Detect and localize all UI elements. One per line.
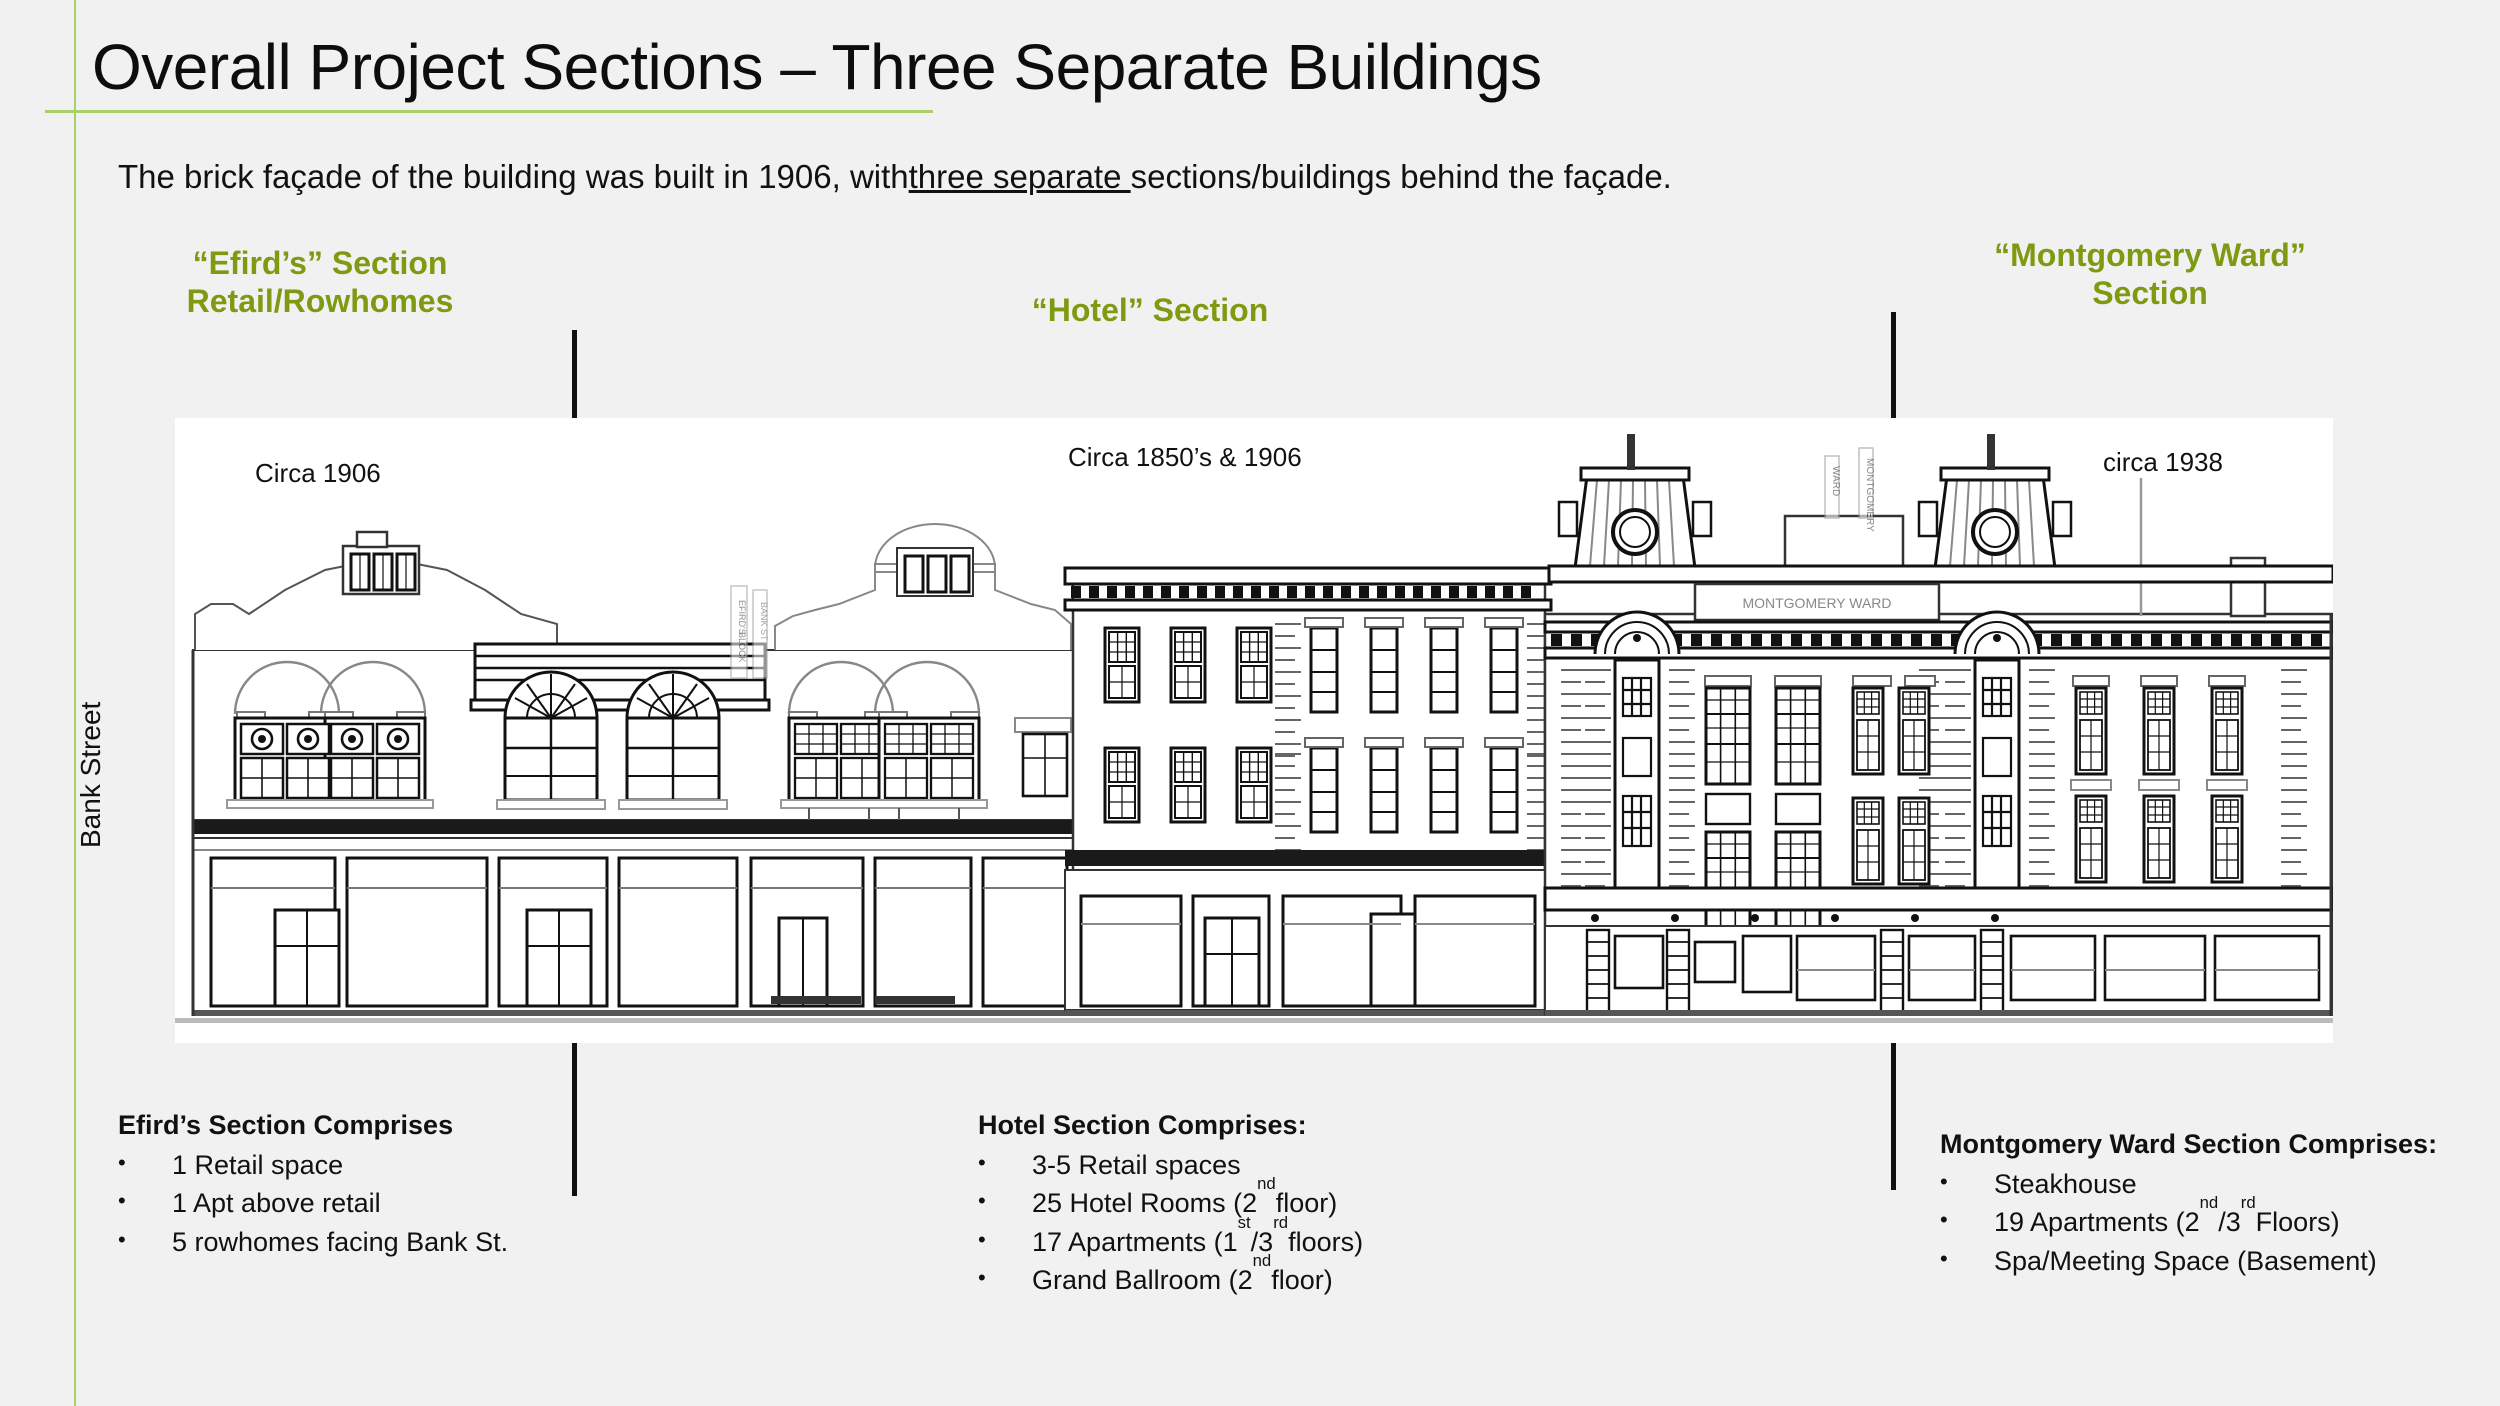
bullet-glyph: • (978, 1149, 986, 1175)
bank-street-label: Bank Street (75, 701, 106, 848)
list-item-tail: floors) (1288, 1226, 1364, 1257)
list-item-text: 1 Apt above retail (172, 1188, 381, 1219)
building-elevation-drawing: EFIRD'S BLOCK BANK ST (175, 418, 2333, 1043)
hotel-comprises-heading: Hotel Section Comprises: (978, 1110, 1307, 1140)
svg-text:WARD: WARD (1830, 466, 1841, 496)
efirds-comprises-list: • 1 Retail space • 1 Apt above retail • … (118, 1146, 678, 1261)
list-item-mid: /3 (1250, 1226, 1274, 1257)
page-title: Overall Project Sections – Three Separat… (92, 31, 1542, 103)
montgomery-ward-blade-signs: WARD MONTGOMERY (1824, 447, 1875, 532)
montgomery-ward-section-elevation: WARD MONTGOMERY MONTGOMERY WARD (1543, 434, 2333, 1016)
svg-text:BLOCK: BLOCK (737, 632, 747, 663)
bullet-glyph: • (978, 1226, 986, 1252)
svg-text:BANK ST: BANK ST (759, 602, 769, 641)
svg-text:MONTGOMERY: MONTGOMERY (1864, 458, 1875, 532)
montgomery-ward-comprises-heading: Montgomery Ward Section Comprises: (1940, 1129, 2438, 1159)
list-item-tail: floor) (1275, 1188, 1338, 1219)
list-item: • 1 Apt above retail (118, 1184, 678, 1222)
bullet-glyph: • (1940, 1168, 1948, 1194)
list-item-text: 5 rowhomes facing Bank St. (172, 1226, 509, 1257)
montgomery-ward-comprises-block: Montgomery Ward Section Comprises: • Ste… (1940, 1127, 2500, 1280)
efirds-comprises-heading: Efird’s Section Comprises (118, 1110, 454, 1140)
accent-horizontal-rule (45, 110, 933, 113)
list-item: • 1 Retail space (118, 1146, 678, 1184)
subtitle-underlined: three separate (908, 158, 1131, 195)
list-item-text: 17 Apartments (1 (1032, 1226, 1238, 1257)
subtitle-post: sections/buildings behind the façade. (1130, 158, 1672, 195)
list-item: • Steakhouse (1940, 1165, 2500, 1203)
efirds-section-elevation: EFIRD'S BLOCK BANK ST (191, 523, 1074, 1016)
circa-label-hotel: Circa 1850’s & 1906 (1068, 442, 1302, 472)
subtitle-pre: The brick façade of the building was bui… (118, 158, 909, 195)
section-heading-montgomery-ward: “Montgomery Ward” Section (1994, 237, 2306, 311)
efirds-comprises-block: Efird’s Section Comprises • 1 Retail spa… (118, 1108, 678, 1261)
bullet-glyph: • (978, 1188, 986, 1214)
svg-text:MONTGOMERY WARD: MONTGOMERY WARD (1742, 595, 1891, 611)
efirds-blade-sign: EFIRD'S BLOCK BANK ST (730, 585, 769, 679)
accent-vertical-rule (74, 0, 76, 1406)
subtitle-text: The brick façade of the building was bui… (118, 158, 1672, 196)
list-item-text: 1 Retail space (172, 1149, 344, 1180)
list-item: • Spa/Meeting Space (Basement) (1940, 1242, 2500, 1280)
bullet-glyph: • (118, 1188, 126, 1214)
list-item-tail: Floors) (2255, 1207, 2340, 1238)
list-item-text: 3-5 Retail spaces (1032, 1149, 1241, 1180)
bullet-glyph: • (1940, 1245, 1948, 1271)
list-item-text: Steakhouse (1994, 1168, 2137, 1199)
bullet-glyph: • (1940, 1207, 1948, 1233)
bullet-glyph: • (118, 1226, 126, 1252)
list-item-text: Grand Ballroom (2 (1032, 1264, 1253, 1295)
list-item-tail: floor) (1271, 1264, 1333, 1295)
bullet-glyph: • (978, 1264, 986, 1290)
list-item-text: Spa/Meeting Space (Basement) (1994, 1245, 2377, 1276)
list-item-text: 25 Hotel Rooms (2 (1032, 1188, 1258, 1219)
list-item-mid: /3 (2218, 1207, 2241, 1238)
list-item-text: 19 Apartments (2 (1994, 1207, 2200, 1238)
list-item: • 5 rowhomes facing Bank St. (118, 1223, 678, 1261)
hotel-section-elevation (1063, 566, 1554, 1016)
bullet-glyph: • (118, 1149, 126, 1175)
section-heading-hotel: “Hotel” Section (1031, 292, 1269, 328)
circa-label-efirds: Circa 1906 (255, 458, 381, 488)
hotel-comprises-block: Hotel Section Comprises: • 3-5 Retail sp… (978, 1108, 1578, 1299)
elevation-drawing-panel: EFIRD'S BLOCK BANK ST (175, 418, 2333, 1043)
list-item: • 3-5 Retail spaces (978, 1146, 1578, 1184)
circa-label-montgomery-ward: circa 1938 (2103, 447, 2223, 477)
svg-text:EFIRD'S: EFIRD'S (737, 600, 747, 635)
